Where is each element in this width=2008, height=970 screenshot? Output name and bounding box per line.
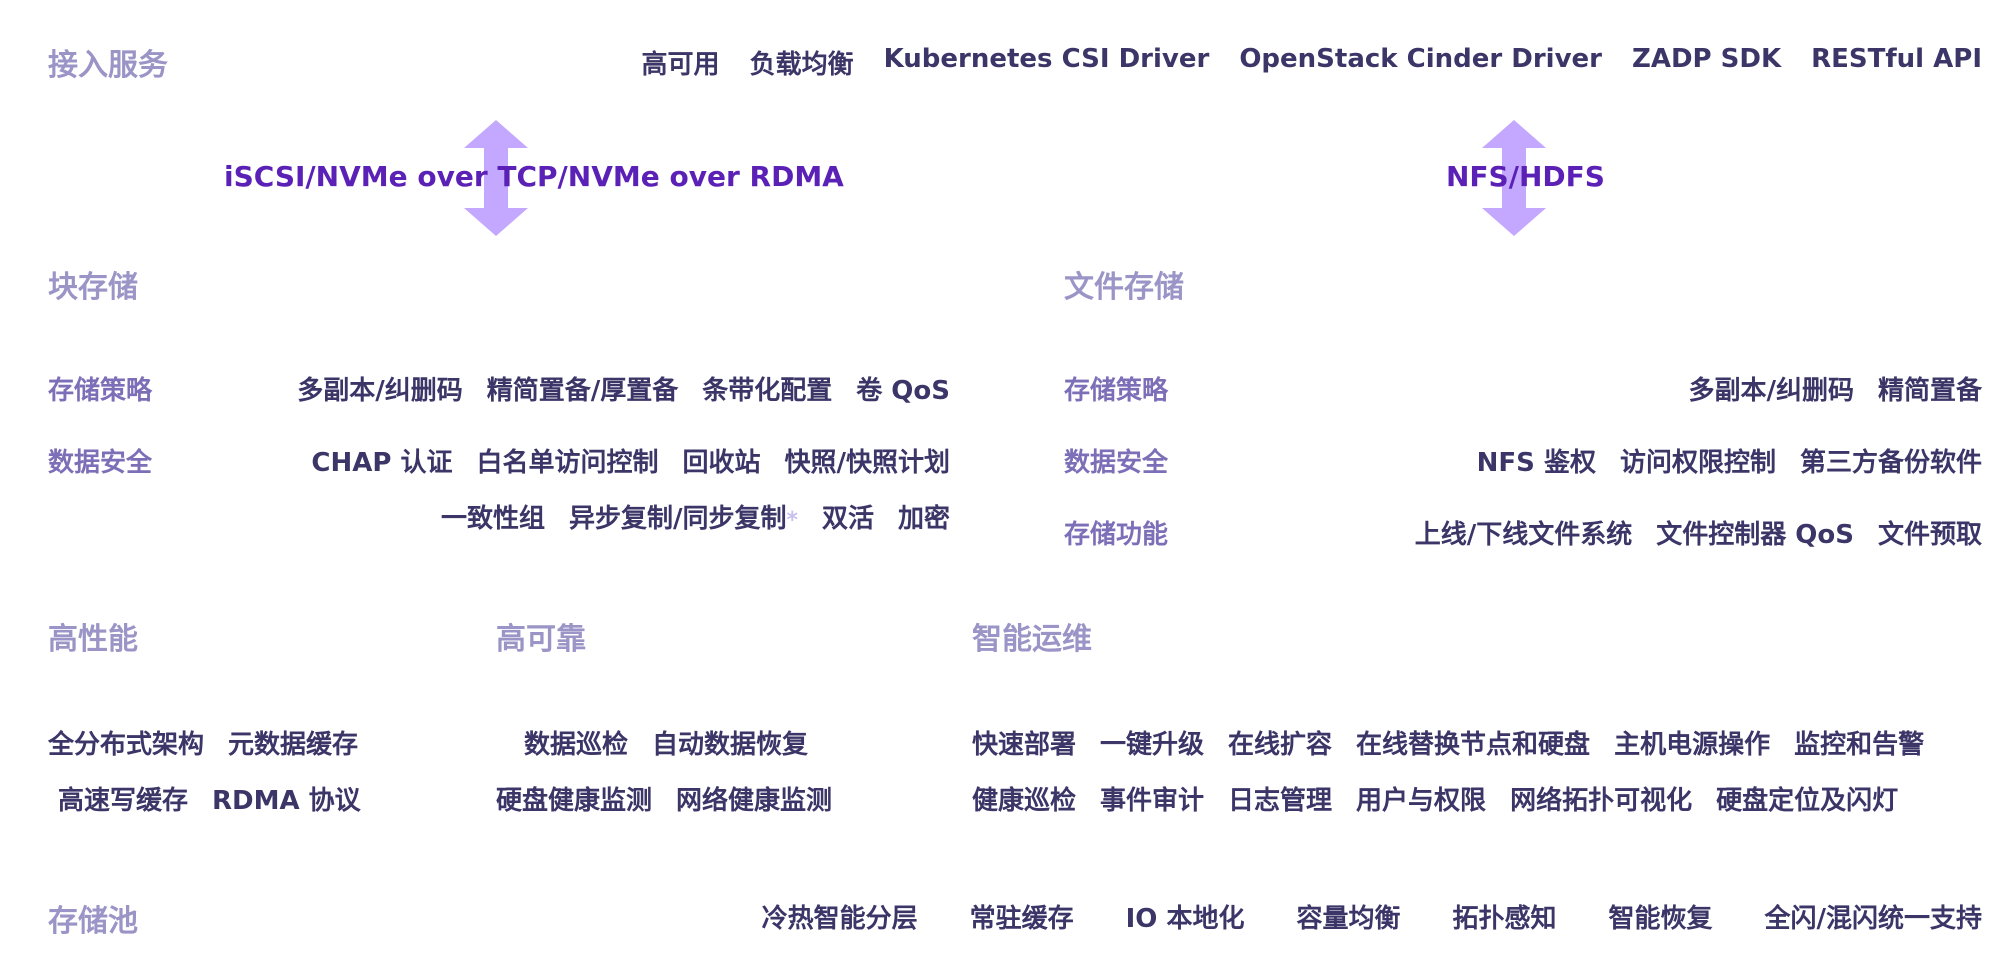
block-security-items-2: 一致性组 异步复制/同步复制* 双活 加密	[441, 498, 950, 535]
file-function-item: 文件预取	[1877, 520, 1982, 550]
file-function-item: 文件控制器 QoS	[1656, 520, 1854, 550]
access-item: 负载均衡	[749, 50, 854, 80]
file-security-item: NFS 鉴权	[1476, 448, 1596, 478]
pool-item: 智能恢复	[1608, 904, 1713, 934]
ops-item: 一键升级	[1100, 730, 1205, 760]
file-policy-label: 存储策略	[1064, 376, 1169, 406]
access-item: OpenStack Cinder Driver	[1239, 44, 1602, 74]
reliability-row-2: 硬盘健康监测 网络健康监测	[496, 780, 832, 817]
block-security-item: 快照/快照计划	[784, 448, 951, 478]
file-security-label: 数据安全	[1064, 448, 1169, 478]
access-title: 接入服务	[48, 48, 168, 83]
pool-item: IO 本地化	[1125, 904, 1245, 934]
ops-title: 智能运维	[972, 622, 1092, 657]
access-items: 高可用 负载均衡 Kubernetes CSI Driver OpenStack…	[642, 44, 1982, 81]
block-security-item: 双活	[821, 504, 874, 534]
file-security-items: NFS 鉴权 访问权限控制 第三方备份软件	[1477, 442, 1982, 479]
block-policy-item: 卷 QoS	[856, 376, 950, 406]
ops-row-1: 快速部署 一键升级 在线扩容 在线替换节点和硬盘 主机电源操作 监控和告警	[972, 724, 1924, 761]
file-function-label: 存储功能	[1064, 520, 1169, 550]
performance-item: 高速写缓存	[58, 786, 189, 816]
file-function-item: 上线/下线文件系统	[1414, 520, 1633, 550]
pool-items: 冷热智能分层 常驻缓存 IO 本地化 容量均衡 拓扑感知 智能恢复 全闪/混闪统…	[762, 898, 1982, 935]
ops-item: 主机电源操作	[1614, 730, 1771, 760]
reliability-item: 网络健康监测	[676, 786, 833, 816]
performance-item: 元数据缓存	[228, 730, 359, 760]
access-item: RESTful API	[1811, 44, 1982, 74]
reliability-item: 数据巡检	[524, 730, 629, 760]
block-security-item: 加密	[897, 504, 950, 534]
performance-row-2: 高速写缓存 RDMA 协议	[58, 780, 361, 817]
pool-item: 常驻缓存	[969, 904, 1074, 934]
ops-item: 用户与权限	[1356, 786, 1487, 816]
file-storage-title: 文件存储	[1064, 270, 1184, 305]
ops-item: 网络拓扑可视化	[1510, 786, 1693, 816]
reliability-row-1: 数据巡检 自动数据恢复	[524, 724, 808, 761]
performance-item: 全分布式架构	[48, 730, 205, 760]
pool-title: 存储池	[48, 904, 138, 939]
block-security-item: 白名单访问控制	[476, 448, 659, 478]
performance-row-1: 全分布式架构 元数据缓存	[48, 724, 358, 761]
double-arrow-icon	[1482, 120, 1546, 236]
block-security-item-with-star: 异步复制/同步复制*	[568, 504, 798, 534]
pool-item: 拓扑感知	[1452, 904, 1557, 934]
block-security-label: 数据安全	[48, 448, 153, 478]
block-security-item: 一致性组	[440, 504, 545, 534]
block-policy-item: 条带化配置	[702, 376, 833, 406]
ops-item: 日志管理	[1228, 786, 1333, 816]
block-security-item: 回收站	[682, 448, 761, 478]
access-item: ZADP SDK	[1631, 44, 1782, 74]
ops-item: 健康巡检	[972, 786, 1077, 816]
block-policy-items: 多副本/纠删码 精简置备/厚置备 条带化配置 卷 QoS	[297, 370, 950, 407]
ops-row-2: 健康巡检 事件审计 日志管理 用户与权限 网络拓扑可视化 硬盘定位及闪灯	[972, 780, 1898, 817]
access-item: Kubernetes CSI Driver	[883, 44, 1210, 74]
access-item: 高可用	[641, 50, 720, 80]
performance-item: RDMA 协议	[212, 786, 361, 816]
footnote-star: *	[786, 508, 798, 533]
pool-item: 冷热智能分层	[761, 904, 918, 934]
reliability-item: 硬盘健康监测	[496, 786, 653, 816]
reliability-title: 高可靠	[496, 622, 586, 657]
block-policy-item: 精简置备/厚置备	[486, 376, 679, 406]
file-security-item: 访问权限控制	[1619, 448, 1776, 478]
block-security-items: CHAP 认证 白名单访问控制 回收站 快照/快照计划	[311, 442, 950, 479]
double-arrow-icon	[464, 120, 528, 236]
block-protocols: iSCSI/NVMe over TCP/NVMe over RDMA	[224, 160, 844, 193]
block-storage-title: 块存储	[48, 270, 138, 305]
ops-item: 监控和告警	[1794, 730, 1925, 760]
file-protocols: NFS/HDFS	[1446, 160, 1605, 193]
block-security-item: CHAP 认证	[311, 448, 453, 478]
ops-item: 在线扩容	[1228, 730, 1333, 760]
pool-item: 容量均衡	[1296, 904, 1401, 934]
file-policy-items: 多副本/纠删码 精简置备	[1688, 370, 1982, 407]
ops-item: 硬盘定位及闪灯	[1716, 786, 1899, 816]
block-policy-label: 存储策略	[48, 376, 153, 406]
block-policy-item: 多副本/纠删码	[297, 376, 463, 406]
ops-item: 快速部署	[972, 730, 1077, 760]
ops-item: 事件审计	[1100, 786, 1205, 816]
pool-item: 全闪/混闪统一支持	[1764, 904, 1983, 934]
reliability-item: 自动数据恢复	[652, 730, 809, 760]
file-security-item: 第三方备份软件	[1799, 448, 1982, 478]
ops-item: 在线替换节点和硬盘	[1356, 730, 1591, 760]
performance-title: 高性能	[48, 622, 138, 657]
file-function-items: 上线/下线文件系统 文件控制器 QoS 文件预取	[1415, 514, 1982, 551]
file-policy-item: 精简置备	[1877, 376, 1982, 406]
file-policy-item: 多副本/纠删码	[1688, 376, 1854, 406]
